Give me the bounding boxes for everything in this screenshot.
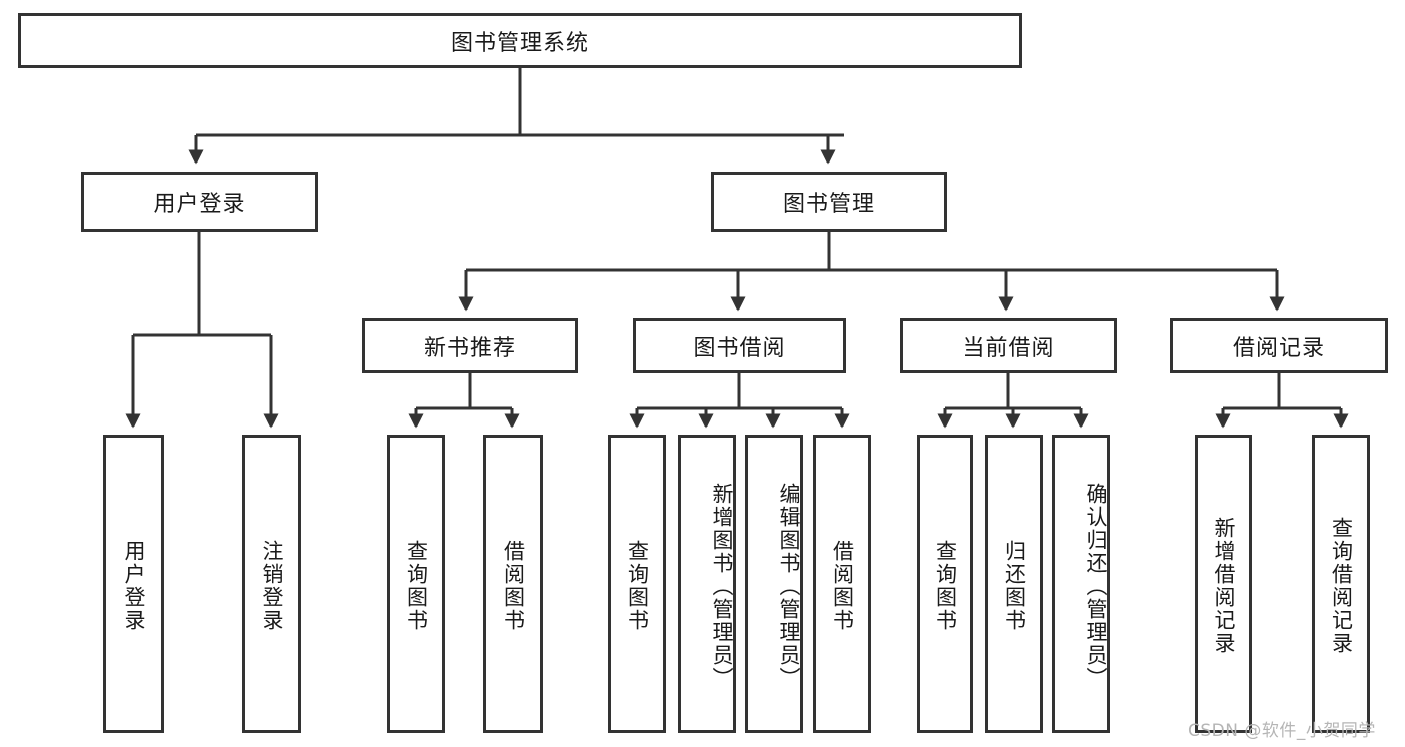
node-label: 查询图书 xyxy=(625,540,650,632)
node-label: 新增借阅记录 xyxy=(1212,517,1237,655)
node-book-management[interactable]: 图书管理 xyxy=(711,172,947,232)
node-label: 当前借阅 xyxy=(962,335,1055,361)
node-label: 查询借阅记录 xyxy=(1329,517,1354,655)
node-leaf-logout[interactable]: 注销登录 xyxy=(242,435,301,733)
csdn-watermark: CSDN @软件_小贺同学 xyxy=(1188,721,1376,741)
node-label: 借阅图书 xyxy=(830,540,855,632)
node-leaf-query-book-current[interactable]: 查询图书 xyxy=(917,435,973,733)
node-leaf-user-login[interactable]: 用户登录 xyxy=(103,435,164,733)
node-leaf-add-book-admin[interactable]: 新增图书（管理员） xyxy=(678,435,736,733)
node-label: 用户登录 xyxy=(153,192,246,217)
node-label: 新书推荐 xyxy=(423,335,516,361)
node-leaf-add-borrow-record[interactable]: 新增借阅记录 xyxy=(1195,435,1252,733)
node-user-login[interactable]: 用户登录 xyxy=(81,172,318,232)
node-leaf-borrow-book[interactable]: 借阅图书 xyxy=(813,435,871,733)
node-label: 图书管理 xyxy=(782,192,875,217)
node-borrow-record[interactable]: 借阅记录 xyxy=(1170,318,1388,373)
node-label: 归还图书 xyxy=(1002,540,1027,632)
node-leaf-return-book[interactable]: 归还图书 xyxy=(985,435,1043,733)
node-label: 注销登录 xyxy=(260,540,285,632)
node-leaf-edit-book-admin[interactable]: 编辑图书（管理员） xyxy=(745,435,803,733)
node-label: 图书借阅 xyxy=(693,335,786,361)
node-leaf-query-book-borrow[interactable]: 查询图书 xyxy=(608,435,666,733)
node-leaf-confirm-return-admin[interactable]: 确认归还（管理员） xyxy=(1052,435,1110,733)
node-label: 查询图书 xyxy=(404,540,429,632)
node-root-system[interactable]: 图书管理系统 xyxy=(18,13,1022,68)
node-label: 借阅图书 xyxy=(501,540,526,632)
node-book-borrow[interactable]: 图书借阅 xyxy=(633,318,846,373)
node-label: 新增图书（管理员） xyxy=(710,482,734,690)
node-leaf-query-borrow-record[interactable]: 查询借阅记录 xyxy=(1312,435,1370,733)
node-label: 编辑图书（管理员） xyxy=(777,482,801,690)
node-label: 查询图书 xyxy=(933,540,958,632)
node-leaf-query-book-recommend[interactable]: 查询图书 xyxy=(387,435,445,733)
node-current-borrow[interactable]: 当前借阅 xyxy=(900,318,1117,373)
node-label: 用户登录 xyxy=(122,540,147,632)
node-label: 确认归还（管理员） xyxy=(1084,482,1108,690)
node-label: 图书管理系统 xyxy=(450,30,589,56)
node-label: 借阅记录 xyxy=(1232,335,1325,361)
node-leaf-borrow-book-recommend[interactable]: 借阅图书 xyxy=(483,435,543,733)
node-new-book-recommend[interactable]: 新书推荐 xyxy=(362,318,578,373)
